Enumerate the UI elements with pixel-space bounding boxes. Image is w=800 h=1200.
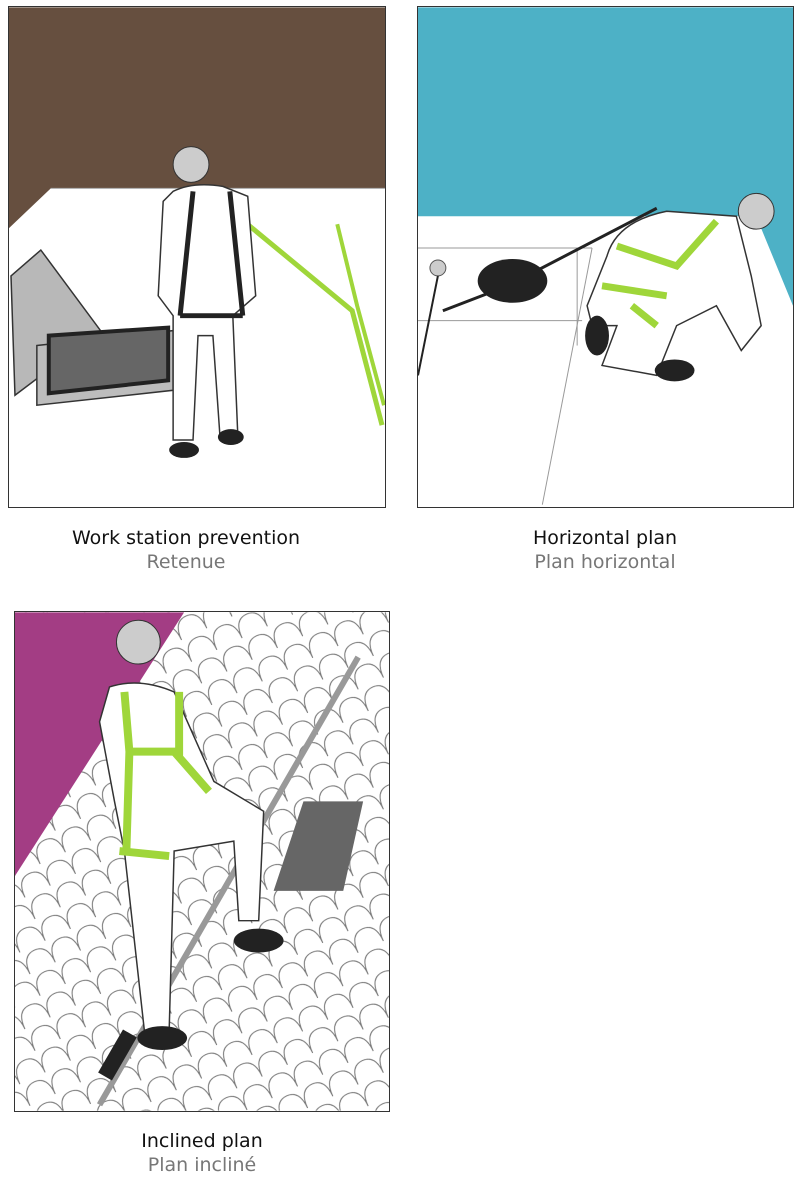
caption-subtitle: Retenue	[146, 551, 226, 573]
lanyard	[236, 214, 385, 426]
wall	[9, 7, 385, 229]
caption-title: Horizontal plan	[532, 527, 678, 549]
harness	[177, 191, 246, 319]
harness	[601, 218, 720, 329]
roof-hatch	[46, 325, 171, 396]
fall-arrester	[477, 258, 548, 303]
illustration-inclined-plan	[14, 611, 390, 1112]
telescopic-pole	[96, 655, 361, 1107]
helmet	[172, 146, 210, 183]
caption-title: Inclined plan	[141, 1130, 263, 1152]
anchor-point	[429, 259, 447, 277]
worker-horizontal-illustration	[418, 7, 793, 507]
worker	[157, 183, 257, 441]
caption-subtitle: Plan horizontal	[534, 551, 676, 573]
caption-inclined-plan: Inclined plan Plan incliné	[22, 1129, 382, 1177]
helmet	[115, 619, 161, 665]
helmet	[737, 192, 775, 230]
caption-work-station-prevention: Work station prevention Retenue	[6, 526, 366, 574]
caption-horizontal-plan: Horizontal plan Plan horizontal	[425, 526, 785, 574]
worker-restraint-illustration	[9, 7, 385, 507]
caption-subtitle: Plan incliné	[147, 1154, 257, 1176]
worker	[98, 682, 265, 1031]
illustration-work-station-prevention	[8, 6, 386, 508]
wall	[418, 7, 793, 306]
caption-title: Work station prevention	[71, 527, 301, 549]
worker-inclined-illustration	[15, 612, 389, 1111]
roof-opening	[273, 801, 364, 891]
illustration-horizontal-plan	[417, 6, 794, 508]
harness	[119, 691, 212, 860]
